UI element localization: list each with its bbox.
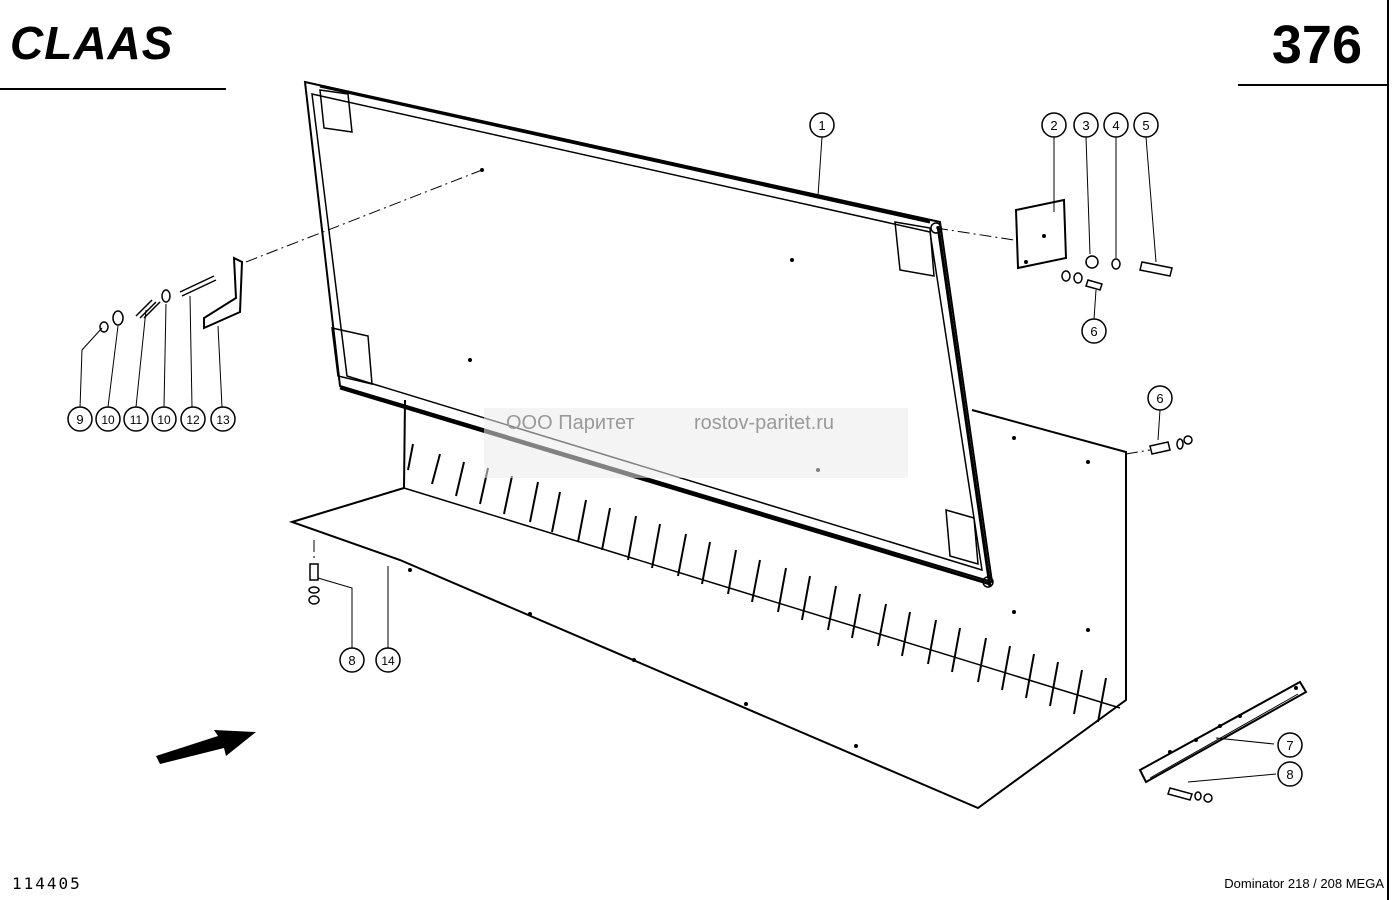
callout-12: 12 (186, 413, 200, 427)
callout-6b: 6 (1156, 391, 1163, 406)
callout-circle-4 (1103, 112, 1129, 138)
callout-circle-3 (1073, 112, 1099, 138)
callout-circle-8b (1277, 761, 1303, 787)
mounting-holes (408, 168, 1298, 754)
hardware-right (1061, 255, 1193, 455)
callout-8a: 8 (348, 653, 355, 668)
watermark-site: rostov-paritet.ru (694, 412, 835, 434)
bolt-set-part-8-right (1167, 787, 1213, 803)
callout-circle-9 (67, 406, 93, 432)
callout-9: 9 (76, 412, 83, 427)
callout-10a: 10 (101, 413, 115, 427)
callout-circle-12 (180, 406, 206, 432)
callout-2: 2 (1050, 118, 1057, 133)
callout-4: 4 (1112, 118, 1119, 133)
hardware-left (99, 275, 217, 333)
leader-lines (79, 136, 1277, 783)
callout-circle-10a (95, 406, 121, 432)
callout-7: 7 (1286, 738, 1293, 753)
callout-1: 1 (818, 118, 825, 133)
model-name: Dominator 218 / 208 MEGA (1224, 876, 1384, 891)
sieve-plate-part-14 (288, 399, 1127, 810)
callout-6a: 6 (1090, 324, 1097, 339)
right-border (1387, 0, 1389, 900)
watermark: ООО Паритет rostov-paritet.ru (484, 408, 908, 478)
callout-5: 5 (1142, 118, 1149, 133)
logo-underline (0, 88, 226, 90)
callout-circle-7 (1277, 732, 1303, 758)
callout-circle-5 (1133, 112, 1159, 138)
strip-part-7 (1138, 680, 1308, 784)
callout-10b: 10 (157, 413, 171, 427)
page-number: 376 (1271, 15, 1362, 75)
callout-circle-14 (375, 647, 401, 673)
watermark-company: ООО Паритет (506, 412, 635, 434)
bolt-set-part-8-left (308, 563, 320, 605)
page-number-underline (1238, 84, 1388, 86)
callout-circle-10b (151, 406, 177, 432)
callout-circle-1 (809, 112, 835, 138)
claas-logo: CLAAS (10, 17, 174, 69)
alignment-lines (245, 169, 1151, 562)
callout-circle-6b (1147, 385, 1173, 411)
callout-11: 11 (130, 413, 143, 427)
callout-3: 3 (1082, 118, 1089, 133)
callout-13: 13 (216, 413, 230, 427)
sieve-slots (407, 443, 1107, 723)
callout-circle-2 (1041, 112, 1067, 138)
callout-circle-8a (339, 647, 365, 673)
callout-14: 14 (381, 654, 395, 668)
window-frame-part-1 (303, 80, 994, 588)
callout-circle-13 (210, 406, 236, 432)
arrow-icon (156, 730, 256, 764)
callout-circle-6a (1081, 318, 1107, 344)
drawing-number: 114405 (12, 874, 82, 893)
callout-circle-11 (123, 406, 149, 432)
callout-8b: 8 (1286, 767, 1293, 782)
bracket-part-13 (203, 256, 244, 330)
mounting-plate-part-2 (1014, 198, 1068, 270)
